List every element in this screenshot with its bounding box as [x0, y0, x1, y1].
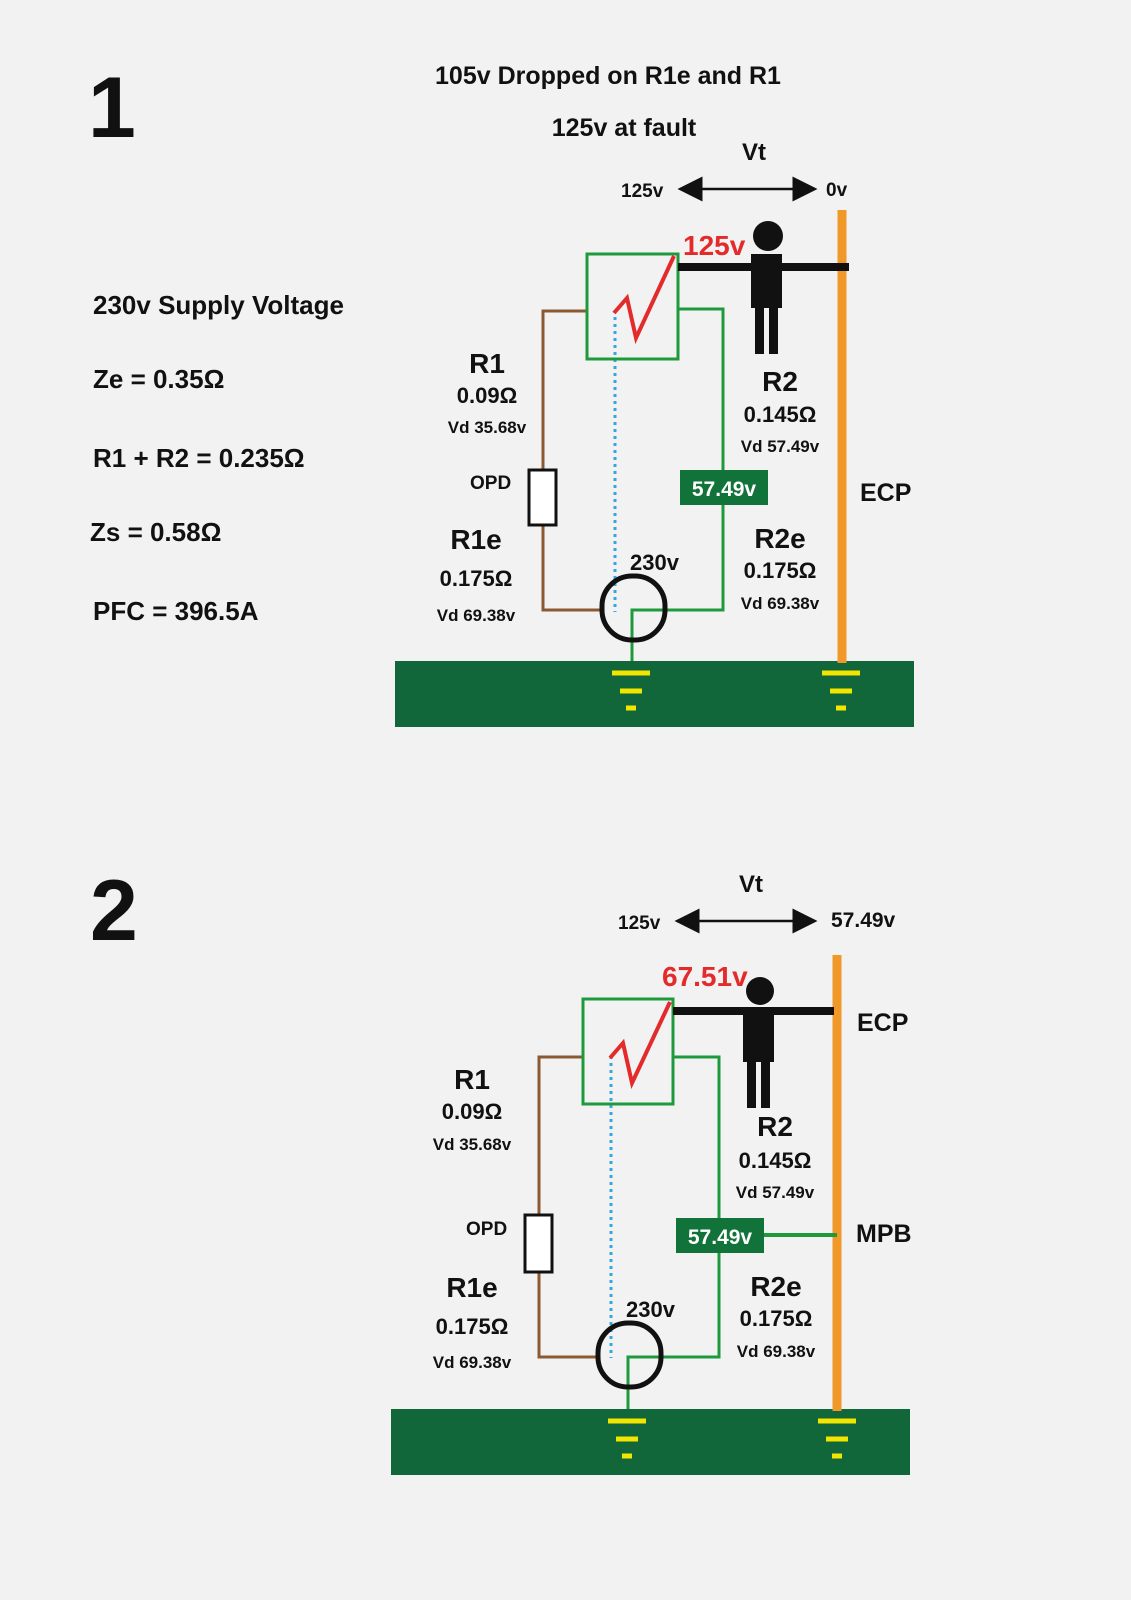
heading-fault-voltage: 125v at fault	[552, 114, 697, 142]
r1e-vd: Vd 69.38v	[433, 1353, 512, 1372]
diagram-1: 1 105v Dropped on R1e and R1 125v at fau…	[88, 60, 914, 727]
r1e-name: R1e	[450, 524, 501, 555]
vt-right-value: 0v	[826, 180, 848, 201]
diagram-2: 2 Vt 125v 57.49v ECP MPB OPD 5	[90, 863, 912, 1475]
r1e-name: R1e	[446, 1272, 497, 1303]
r1-value: 0.09Ω	[442, 1099, 502, 1124]
resistor-icon	[523, 1213, 554, 1274]
r1-name: R1	[454, 1064, 490, 1095]
transformer-coil-icon	[595, 1320, 664, 1390]
zs-label: Zs = 0.58Ω	[90, 517, 221, 547]
source-voltage: 230v	[630, 550, 680, 575]
ecp-label: ECP	[857, 1009, 908, 1037]
source-voltage: 230v	[626, 1297, 676, 1322]
r1e-vd: Vd 69.38v	[437, 606, 516, 625]
ze-label: Ze = 0.35Ω	[93, 364, 224, 394]
r1-name: R1	[469, 348, 505, 379]
line-conductor-r1	[541, 309, 587, 470]
fault-lightning-icon	[612, 255, 676, 345]
line-conductor-r1	[537, 1055, 583, 1215]
r2e-name: R2e	[754, 523, 805, 554]
opd-label: OPD	[466, 1219, 507, 1240]
earth-conductor-r2	[678, 307, 725, 470]
r2-name: R2	[762, 366, 798, 397]
diagram-number: 2	[90, 863, 138, 959]
line-conductor-r1e	[541, 525, 602, 612]
touch-voltage: 67.51v	[662, 961, 748, 992]
earth-voltage-box	[676, 1218, 764, 1253]
r1-value: 0.09Ω	[457, 383, 517, 408]
ground-symbol-icon	[818, 1418, 856, 1459]
vt-label: Vt	[742, 139, 766, 166]
r2-vd: Vd 57.49v	[741, 437, 820, 456]
earth-voltage-box	[680, 470, 768, 505]
pfc-label: PFC = 396.5A	[93, 596, 259, 626]
r1e-value: 0.175Ω	[436, 1314, 509, 1339]
diagram-number: 1	[88, 60, 136, 156]
opd-label: OPD	[470, 473, 511, 494]
fault-lightning-icon	[608, 1001, 672, 1090]
r1-vd: Vd 35.68v	[448, 418, 527, 437]
r1-vd: Vd 35.68v	[433, 1135, 512, 1154]
earth-conductor-r2e	[630, 505, 725, 661]
r2-value: 0.145Ω	[744, 402, 817, 427]
mpb-label: MPB	[856, 1220, 912, 1248]
r2-value: 0.145Ω	[739, 1148, 812, 1173]
appliance-case	[585, 252, 680, 361]
vt-left-value: 125v	[618, 913, 661, 934]
r2e-value: 0.175Ω	[744, 558, 817, 583]
appliance-case	[581, 997, 675, 1106]
r1-r2-label: R1 + R2 = 0.235Ω	[93, 443, 305, 473]
ground-symbol-icon	[608, 1418, 646, 1459]
resistor-icon	[527, 468, 558, 527]
person-icon	[743, 977, 774, 1108]
touch-voltage: 125v	[683, 230, 746, 261]
r2e-vd: Vd 69.38v	[741, 594, 820, 613]
supply-voltage-label: 230v Supply Voltage	[93, 290, 344, 320]
ground-symbol-icon	[822, 670, 860, 711]
heading-voltage-dropped: 105v Dropped on R1e and R1	[435, 62, 781, 90]
r2e-name: R2e	[750, 1271, 801, 1302]
vt-right-value: 57.49v	[831, 909, 896, 932]
r2-vd: Vd 57.49v	[736, 1183, 815, 1202]
earth-voltage-value: 57.49v	[688, 1226, 753, 1249]
vt-left-value: 125v	[621, 181, 664, 202]
ground-symbol-icon	[612, 670, 650, 711]
earth-voltage-value: 57.49v	[692, 478, 757, 501]
person-icon	[751, 221, 783, 354]
vt-label: Vt	[739, 871, 763, 898]
r1e-value: 0.175Ω	[440, 566, 513, 591]
earth-conductor-r2e	[626, 1253, 721, 1409]
earth-conductor-r2	[673, 1055, 721, 1218]
r2e-vd: Vd 69.38v	[737, 1342, 816, 1361]
r2e-value: 0.175Ω	[740, 1306, 813, 1331]
line-conductor-r1e	[537, 1272, 598, 1359]
ecp-label: ECP	[860, 479, 911, 507]
transformer-coil-icon	[599, 573, 668, 643]
r2-name: R2	[757, 1111, 793, 1142]
